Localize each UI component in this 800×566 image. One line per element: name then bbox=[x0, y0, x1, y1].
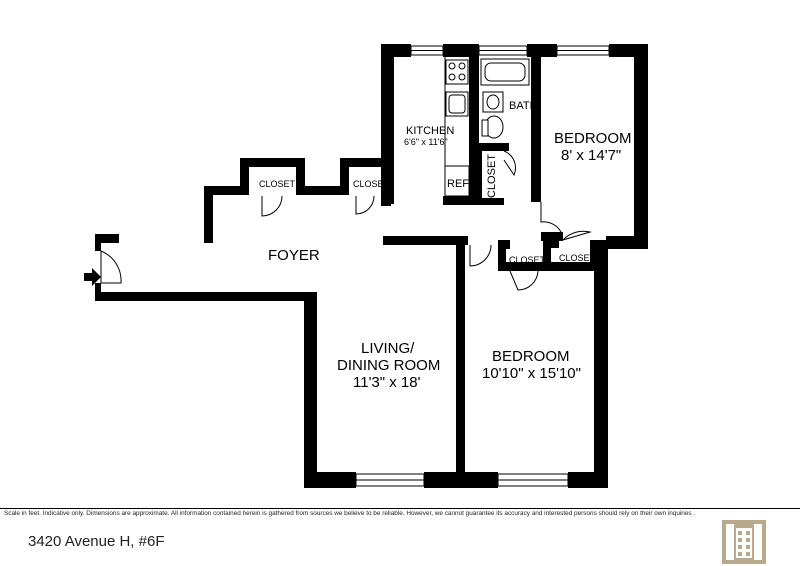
room-labels: KITCHEN 6'6" x 11'6" BATH REF BEDROOM 8'… bbox=[259, 100, 632, 391]
living-label-line1: LIVING/ bbox=[361, 340, 415, 357]
foyer-label: FOYER bbox=[268, 247, 320, 264]
kitchen-fixtures bbox=[444, 57, 470, 197]
brand-logo bbox=[722, 520, 766, 564]
closet-label-4: CLOSET bbox=[509, 255, 546, 265]
bedroom2-label: BEDROOM bbox=[492, 348, 570, 365]
bath-fixtures bbox=[480, 58, 530, 139]
stove-icon bbox=[445, 59, 469, 85]
bath-label: BATH bbox=[509, 100, 538, 112]
bedroom1-label: BEDROOM bbox=[554, 130, 632, 147]
footer-divider bbox=[0, 508, 800, 509]
kitchen-label: KITCHEN bbox=[406, 125, 454, 137]
ref-label: REF bbox=[447, 178, 469, 190]
bedroom1-dims: 8' x 14'7" bbox=[561, 147, 621, 164]
doors bbox=[100, 150, 592, 291]
closet-label-2: CLOSET bbox=[353, 179, 390, 189]
entry-arrow-icon bbox=[84, 268, 101, 286]
vanity-icon bbox=[482, 91, 504, 113]
living-label-line2: DINING ROOM bbox=[337, 357, 440, 374]
living-dims: 11'3" x 18' bbox=[353, 374, 421, 391]
closet-label-5: CLOSET bbox=[559, 253, 596, 263]
disclaimer-text: Scale in feet. Indicative only. Dimensio… bbox=[4, 510, 696, 517]
bedroom2-dims: 10'10" x 15'10" bbox=[482, 365, 581, 382]
kitchen-dims: 6'6" x 11'6" bbox=[404, 137, 448, 147]
windows bbox=[355, 45, 610, 487]
listing-address: 3420 Avenue H, #6F bbox=[28, 533, 165, 550]
sink-icon bbox=[445, 91, 469, 117]
walls bbox=[95, 44, 648, 488]
closet-label-1: CLOSET bbox=[259, 179, 296, 189]
floor-plan: KITCHEN 6'6" x 11'6" BATH REF BEDROOM 8'… bbox=[84, 44, 648, 488]
closet-label-3: CLOSET bbox=[486, 154, 498, 198]
fridge-icon bbox=[444, 165, 470, 197]
